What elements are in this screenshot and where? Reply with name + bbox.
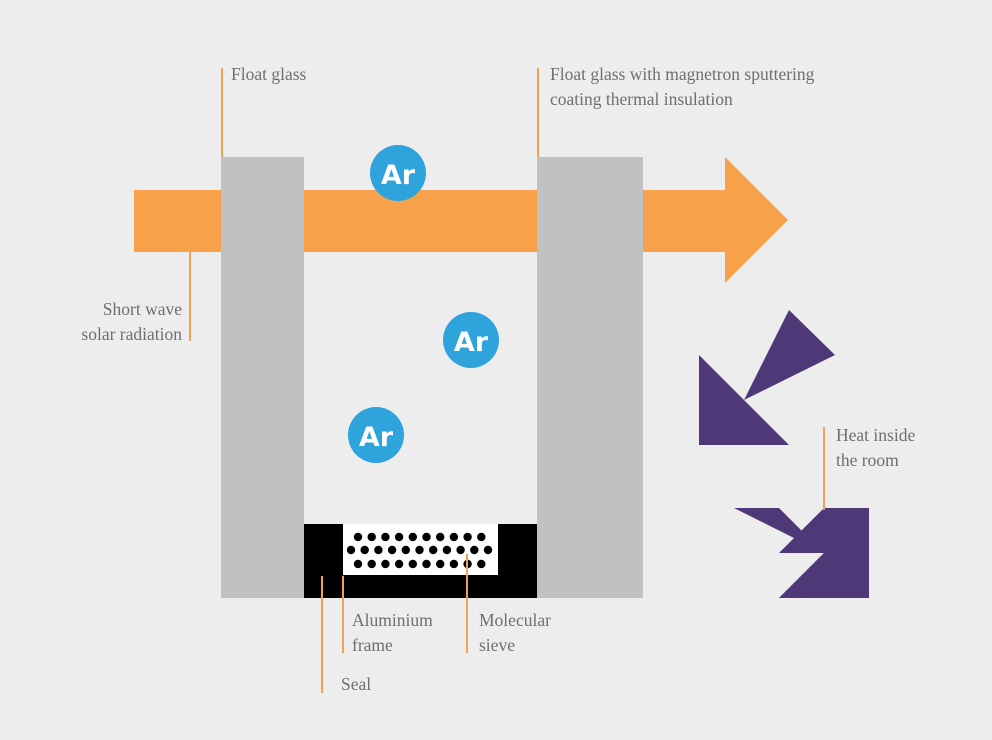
svg-text:Ar: Ar <box>359 422 394 453</box>
sieve-dot <box>408 559 417 569</box>
sieve-dot <box>394 532 404 542</box>
sieve-dot <box>353 532 363 542</box>
sieve-dot <box>470 545 479 555</box>
sieve-dot <box>381 559 390 569</box>
argon-molecule: Ar <box>370 145 426 201</box>
sieve-dot <box>374 545 383 555</box>
label-seal: Seal <box>341 674 372 694</box>
sieve-dot <box>477 559 486 569</box>
sieve-dot <box>449 532 459 542</box>
sieve-dot <box>422 559 431 569</box>
sieve-dot <box>463 532 472 542</box>
label-aluminium-frame: Aluminium frame <box>352 610 433 655</box>
label-heat-inside: Heat inside the room <box>836 425 916 470</box>
sieve-dot <box>408 532 417 542</box>
sieve-dot <box>477 532 486 542</box>
heat-arrow-outward <box>734 508 869 598</box>
sieve-dot <box>360 545 369 555</box>
sieve-dot <box>367 559 376 569</box>
sieve-dot <box>422 532 431 542</box>
label-coated-glass: Float glass with magnetron sputtering co… <box>550 64 815 109</box>
svg-text:Ar: Ar <box>381 160 416 191</box>
sieve-dot <box>456 545 465 555</box>
sieve-dot <box>415 545 424 555</box>
sieve-dot <box>436 532 445 542</box>
sieve-dot <box>442 545 452 555</box>
sieve-dot <box>483 545 493 555</box>
sieve-dot <box>394 559 404 569</box>
sieve-dot <box>353 559 363 569</box>
sieve-dot <box>387 545 397 555</box>
argon-molecule: Ar <box>348 407 404 463</box>
sieve-dot <box>346 545 356 555</box>
label-molecular-sieve: Molecular sieve <box>479 610 551 655</box>
sieve-dot <box>401 545 410 555</box>
label-solar-radiation: Short wave solar radiation <box>81 299 182 344</box>
sieve-dot <box>436 559 445 569</box>
leader-lines <box>189 68 825 693</box>
sieve-dot <box>367 532 376 542</box>
molecular-sieve-dots <box>346 532 493 569</box>
svg-text:Ar: Ar <box>454 327 489 358</box>
heat-arrow-outward-body <box>734 508 835 598</box>
argon-molecule: Ar <box>443 312 499 368</box>
float-glass-pane <box>221 157 304 598</box>
sieve-dot <box>429 545 438 555</box>
coated-glass-pane <box>537 157 643 598</box>
heat-arrow-inward <box>699 310 835 445</box>
sieve-dot <box>449 559 459 569</box>
sieve-dot <box>381 532 390 542</box>
label-float-glass: Float glass <box>231 64 307 84</box>
